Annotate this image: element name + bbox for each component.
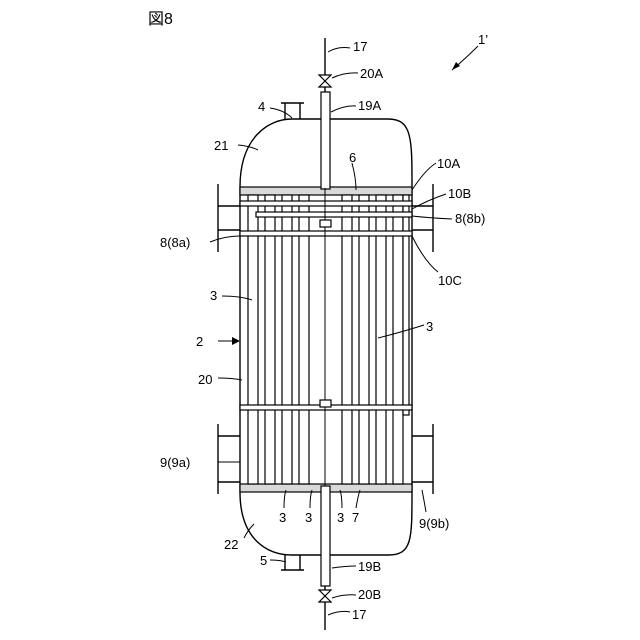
label-8a: 8(8a) (160, 235, 190, 250)
leader-lines (210, 48, 452, 616)
nozzle-5 (285, 555, 300, 570)
shell-arrow-icon (232, 337, 240, 345)
riser-tube (403, 195, 409, 415)
nozzle-4 (285, 103, 300, 119)
nozzle-9b (412, 424, 433, 494)
heat-transfer-tube (265, 195, 275, 484)
label-21: 21 (214, 138, 228, 153)
heat-transfer-tube (359, 195, 369, 484)
heat-transfer-tube (248, 195, 258, 484)
label-3-right: 3 (426, 319, 433, 334)
reference-arrow-icon (452, 46, 478, 70)
label-17-bottom: 17 (352, 607, 366, 622)
label-20a: 20A (360, 66, 383, 81)
heat-transfer-tubes (248, 195, 409, 484)
label-4: 4 (258, 99, 265, 114)
label-10a: 10A (437, 156, 460, 171)
label-9a: 9(9a) (160, 455, 190, 470)
label-3-left: 3 (210, 288, 217, 303)
partition-plate-10b (256, 212, 412, 217)
label-5: 5 (260, 553, 267, 568)
nozzle-9a (218, 424, 240, 494)
label-20: 20 (198, 372, 212, 387)
figure-title: 図8 (148, 11, 173, 28)
partition-plate-10c (240, 231, 412, 236)
label-9b: 9(9b) (419, 516, 449, 531)
partition-plate-10a (240, 201, 412, 206)
heat-transfer-tube (282, 195, 292, 484)
nozzle-8a (218, 184, 240, 252)
label-3-bottom-3: 3 (337, 510, 344, 525)
label-17-top: 17 (353, 39, 367, 54)
label-3-bottom-2: 3 (305, 510, 312, 525)
heat-transfer-tube (342, 195, 352, 484)
label-2: 2 (196, 334, 203, 349)
label-7: 7 (352, 510, 359, 525)
label-6: 6 (349, 150, 356, 165)
label-10c: 10C (438, 273, 462, 288)
label-10b: 10B (448, 186, 471, 201)
label-20b: 20B (358, 587, 381, 602)
label-1-prime: 1’ (478, 32, 488, 47)
heat-transfer-tube (299, 195, 309, 484)
label-3-bottom-1: 3 (279, 510, 286, 525)
label-19a: 19A (358, 98, 381, 113)
label-22: 22 (224, 537, 238, 552)
center-pipe (320, 92, 331, 586)
heat-transfer-tube (393, 195, 403, 484)
label-19b: 19B (358, 559, 381, 574)
valve-20b-icon (319, 590, 331, 602)
valve-20a-icon (319, 75, 331, 87)
heat-transfer-tube (376, 195, 386, 484)
label-8b: 8(8b) (455, 211, 485, 226)
